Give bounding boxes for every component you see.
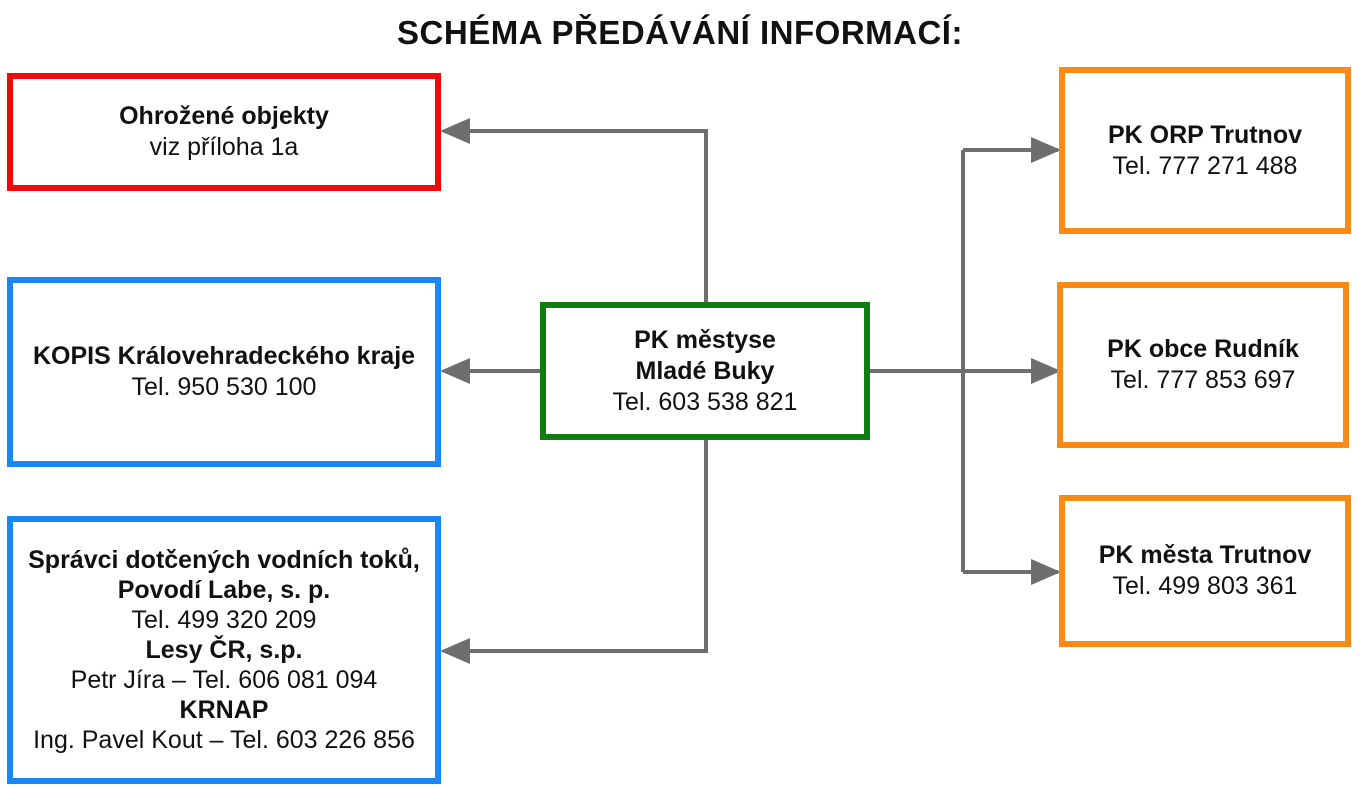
arrowhead-orp	[1031, 137, 1061, 163]
povodi-labe-label: Povodí Labe, s. p.	[117, 576, 331, 604]
center-box: PK městyse Mladé Buky Tel. 603 538 821	[540, 302, 870, 440]
lesy-cr-contact: Petr Jíra – Tel. 606 081 094	[70, 666, 378, 694]
kopis-box: KOPIS Královehradeckého kraje Tel. 950 5…	[7, 277, 441, 467]
orp-trutnov-label: PK ORP Trutnov	[1107, 120, 1302, 149]
povodi-labe-phone: Tel. 499 320 209	[131, 606, 317, 634]
arrowhead-rudnik	[1031, 358, 1061, 384]
orp-trutnov-box: PK ORP Trutnov Tel. 777 271 488	[1059, 67, 1351, 234]
arrowhead-trutnov	[1031, 559, 1061, 585]
threatened-objects-note: viz příloha 1a	[149, 133, 299, 161]
rudnik-phone: Tel. 777 853 697	[1110, 366, 1296, 394]
water-managers-box: Správci dotčených vodních toků, Povodí L…	[7, 516, 441, 784]
arrowhead-kopis	[440, 358, 470, 384]
trutnov-city-phone: Tel. 499 803 361	[1112, 572, 1298, 600]
trutnov-city-box: PK města Trutnov Tel. 499 803 361	[1059, 495, 1351, 647]
threatened-objects-label: Ohrožené objekty	[119, 102, 329, 130]
diagram-title: SCHÉMA PŘEDÁVÁNÍ INFORMACÍ:	[397, 14, 963, 51]
water-managers-heading: Správci dotčených vodních toků,	[28, 546, 420, 574]
lesy-cr-label: Lesy ČR, s.p.	[145, 636, 303, 664]
arrowhead-threatened	[440, 118, 470, 144]
center-line2: Mladé Buky	[635, 356, 775, 385]
krnap-contact: Ing. Pavel Kout – Tel. 603 226 856	[33, 726, 415, 754]
center-phone: Tel. 603 538 821	[612, 387, 798, 416]
rudnik-box: PK obce Rudník Tel. 777 853 697	[1057, 282, 1349, 448]
trutnov-city-label: PK města Trutnov	[1098, 541, 1312, 569]
krnap-label: KRNAP	[179, 696, 269, 724]
center-line1: PK městyse	[634, 325, 776, 354]
arrow-to-threatened	[444, 129, 708, 304]
kopis-label: KOPIS Královehradeckého kraje	[32, 342, 416, 370]
rudnik-label: PK obce Rudník	[1107, 335, 1299, 363]
kopis-phone: Tel. 950 530 100	[131, 373, 317, 401]
arrow-to-water-managers	[444, 438, 708, 653]
orp-trutnov-phone: Tel. 777 271 488	[1112, 151, 1298, 180]
threatened-objects-box: Ohrožené objekty viz příloha 1a	[7, 73, 441, 191]
arrowhead-water-managers	[440, 638, 470, 664]
